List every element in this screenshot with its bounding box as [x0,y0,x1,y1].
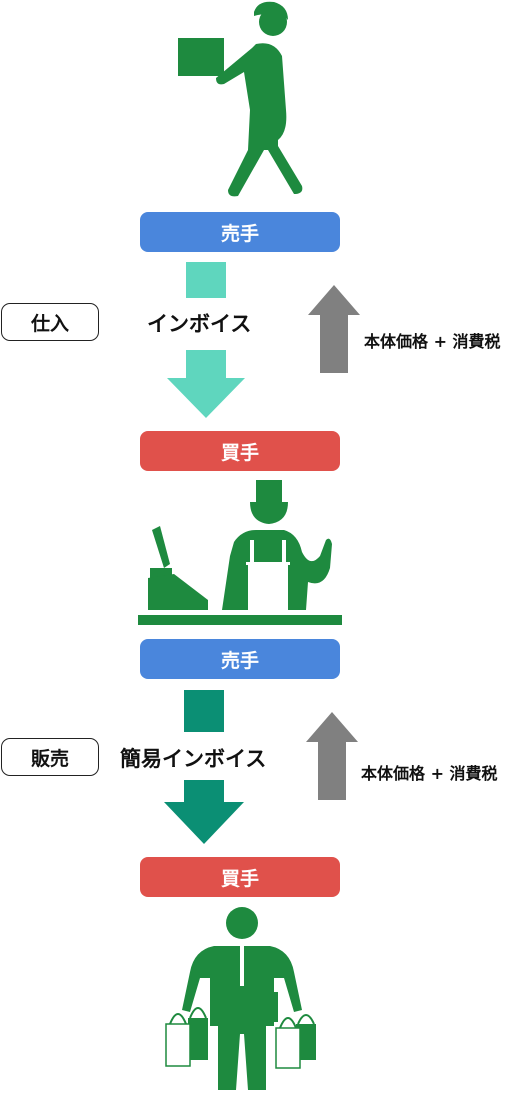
buyer-badge-2: 買手 [140,857,340,897]
payment-arrow-up-1 [308,285,360,373]
buyer-badge-1: 買手 [140,431,340,471]
section-pill-purchase: 仕入 [1,303,99,341]
payment-label-1: 本体価格 + 消費税 [364,332,501,351]
seller-badge-1: 売手 [140,212,340,252]
section-pill-sales: 販売 [1,738,99,776]
shopper-icon [165,907,316,1090]
cashier-icon [138,480,342,625]
delivery-person-icon [178,1,303,197]
document-label-simplified-invoice: 簡易インボイス [120,747,267,771]
document-label-invoice: インボイス [147,312,252,336]
seller-badge-2: 売手 [140,639,340,679]
invoice-arrow-down-1 [167,262,245,418]
invoice-arrow-down-2 [164,690,244,844]
payment-label-2: 本体価格 + 消費税 [361,764,498,783]
payment-arrow-up-2 [306,712,358,800]
